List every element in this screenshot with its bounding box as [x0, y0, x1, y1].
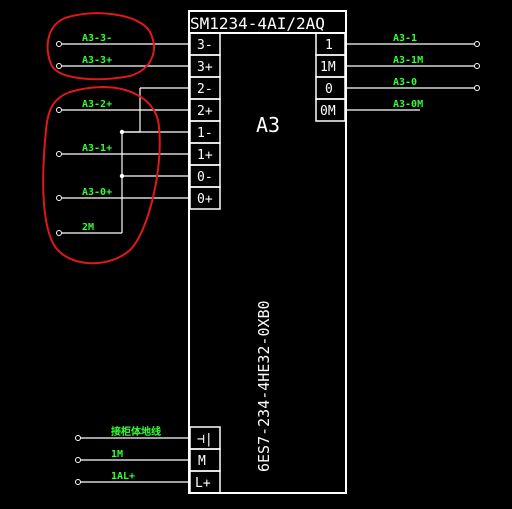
left-terminal-label: 1- [197, 126, 213, 141]
left-terminal-label: 1+ [197, 148, 213, 163]
left-terminal-label: 2+ [197, 104, 213, 119]
wire-label: 接柜体地线 [111, 425, 161, 438]
module-label: A3 [256, 113, 280, 137]
wire-label: A3-1+ [82, 143, 112, 154]
junction-dots [119, 129, 125, 179]
left-terminal-label: 3+ [197, 60, 213, 75]
wire-label: A3-3+ [82, 55, 112, 66]
left-terminal-label: 3- [197, 38, 213, 53]
left-terminal-label: 0- [197, 170, 213, 185]
left-wire-ends [56, 41, 62, 236]
power-wire-ends [75, 435, 81, 485]
left-terminal-label: 2- [197, 82, 213, 97]
right-terminal-block: 1 1M 0 0M [315, 32, 346, 122]
wire-label: 1AL+ [111, 471, 135, 482]
right-terminal-label: 0M [320, 104, 336, 119]
right-wires [345, 43, 474, 111]
annotation-circle-bottom [42, 86, 161, 265]
annotation-circle-top [46, 12, 155, 81]
wire-label: 1M [111, 449, 123, 460]
wire-label: A3-1 [393, 33, 417, 44]
right-wire-ends [474, 41, 480, 91]
module-part-number: 6ES7-234-4HE32-0XB0 [255, 300, 273, 472]
wire-label: A3-3- [82, 33, 112, 44]
power-terminal-label: L+ [195, 476, 211, 491]
wire-label: 2M [82, 222, 94, 233]
wire-label: A3-0+ [82, 187, 112, 198]
wire-label: A3-0 [393, 77, 417, 88]
left-terminal-label: 0+ [197, 192, 213, 207]
module-body [188, 32, 347, 494]
right-terminal-label: 1 [325, 38, 333, 53]
right-terminal-label: 0 [325, 82, 333, 97]
left-terminal-block: 3- 3+ 2- 2+ 1- 1+ 0- 0+ [189, 32, 221, 210]
wire-label: A3-2+ [82, 99, 112, 110]
power-terminal-block: ⊣| M L+ [189, 426, 221, 494]
left-wires [62, 43, 190, 234]
wire-label: A3-1M [393, 55, 423, 66]
right-terminal-label: 1M [320, 60, 336, 75]
wire-label: A3-0M [393, 99, 423, 110]
ground-terminal-label: ⊣| [197, 432, 213, 447]
module-title: SM1234-4AI/2AQ [190, 14, 325, 33]
power-terminal-label: M [198, 454, 206, 469]
power-wires [80, 437, 190, 483]
